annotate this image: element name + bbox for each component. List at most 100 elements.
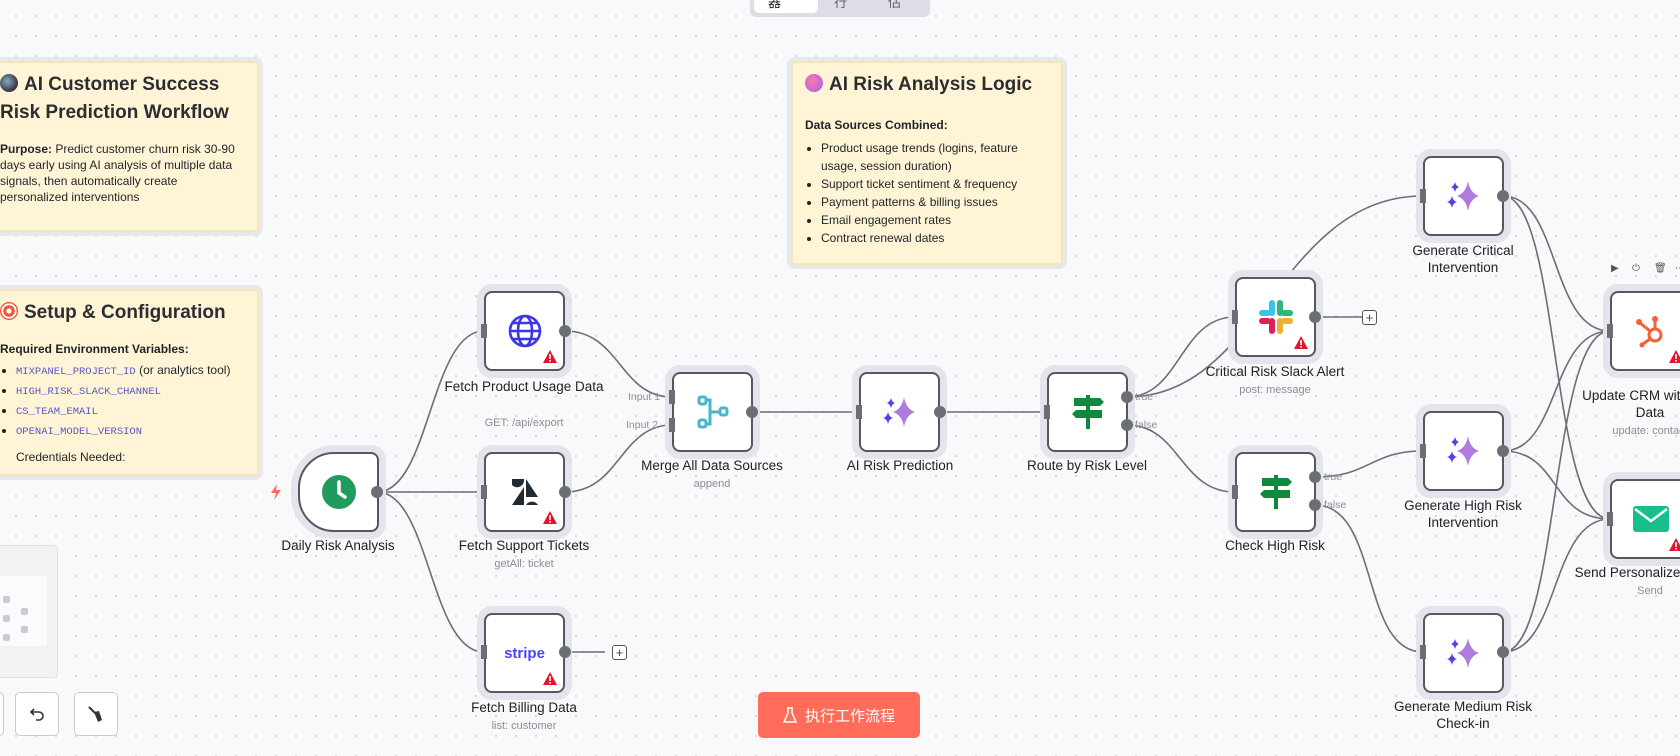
node-label: Fetch Support Tickets [458, 538, 590, 553]
node-label: Critical Risk Slack Alert [1205, 364, 1345, 379]
warning-icon [1669, 538, 1680, 551]
logic-item: Product usage trends (logins, feature us… [821, 139, 1049, 175]
zoom-control-button[interactable] [0, 692, 4, 736]
node-check-high-risk[interactable] [1235, 452, 1316, 532]
node-subtitle: getAll: ticket [494, 558, 554, 570]
node-label: Fetch Product Usage Data [444, 379, 604, 394]
node-fetch-support-tickets[interactable] [484, 452, 565, 532]
node-send-personalized-email[interactable] [1610, 479, 1680, 559]
node-generate-medium-risk-check-in[interactable] [1423, 613, 1504, 693]
node-label: Route by Risk Level [1026, 458, 1148, 473]
connection [1502, 330, 1611, 653]
ai-sparkle-icon [1446, 181, 1479, 211]
purpose-text: Predict customer churn risk 30-90 days e… [0, 142, 235, 204]
warning-icon [543, 672, 557, 685]
connection [1502, 518, 1611, 653]
node-subtitle: list: customer [491, 720, 557, 732]
run-node-icon[interactable]: ▶ [1611, 263, 1619, 274]
connection [564, 424, 673, 493]
crystal-ball-icon [0, 74, 18, 92]
credentials-heading: Credentials Needed: [16, 450, 126, 464]
logic-item: Payment patterns & billing issues [821, 193, 1049, 211]
undo-button[interactable] [15, 692, 59, 736]
node-label: Check High Risk [1225, 538, 1325, 553]
node-subtitle: GET: /api/export [484, 417, 564, 429]
broom-icon [88, 706, 102, 722]
node-merge-all-data-sources[interactable] [672, 372, 753, 452]
port-label-input-1: Input 1 [628, 391, 661, 403]
connection [1314, 504, 1424, 653]
env-var-item: OPENAI_MODEL_VERSION [16, 421, 247, 441]
connection [1502, 450, 1611, 520]
if-signpost-icon [1071, 395, 1104, 429]
note-title: AI Customer Success Risk Prediction Work… [0, 74, 229, 123]
port-label-false: false [1135, 419, 1158, 431]
node-subtitle: post: message [1239, 384, 1311, 396]
logic-item: Support ticket sentiment & frequency [821, 175, 1049, 193]
power-toggle-icon[interactable]: ⏻ [1632, 263, 1640, 274]
ai-sparkle-icon [882, 397, 915, 427]
tab-executions[interactable]: 执行 [834, 0, 848, 10]
warning-icon [1669, 350, 1680, 363]
connection [1502, 195, 1611, 332]
slack-icon [1258, 300, 1293, 334]
if-signpost-icon [1259, 475, 1292, 509]
warning-icon [1294, 336, 1308, 349]
node-subtitle: append [693, 478, 731, 490]
logic-item: Email engagement rates [821, 211, 1049, 229]
node-fetch-product-usage[interactable] [484, 291, 565, 371]
node-generate-high-risk-intervention[interactable] [1423, 411, 1504, 491]
node-update-crm[interactable] [1610, 291, 1680, 371]
env-heading: Required Environment Variables: [0, 342, 189, 356]
node-daily-risk-analysis[interactable] [298, 452, 379, 532]
minimap[interactable] [0, 545, 58, 678]
logic-heading: Data Sources Combined: [805, 118, 948, 132]
node-ai-risk-prediction[interactable] [859, 372, 940, 452]
merge-icon [697, 395, 728, 429]
node-generate-critical-intervention[interactable] [1423, 156, 1504, 236]
connection [1502, 330, 1611, 452]
add-node-button[interactable]: + [1362, 310, 1377, 325]
note-title: AI Risk Analysis Logic [829, 74, 1033, 95]
tab-evaluations[interactable]: 评估 [888, 0, 902, 10]
sticky-note-overview[interactable]: AI Customer Success Risk Prediction Work… [0, 61, 259, 232]
logic-item: Contract renewal dates [821, 229, 1049, 247]
node-label: Daily Risk Analysis [281, 538, 395, 553]
more-options-icon[interactable]: ⋯ [1675, 263, 1680, 274]
port-label-true: true [1135, 391, 1154, 403]
tab-editor[interactable]: 编辑器 [754, 0, 818, 13]
sticky-note-logic[interactable]: AI Risk Analysis Logic Data Sources Comb… [791, 61, 1063, 265]
node-critical-risk-slack-alert[interactable] [1235, 277, 1316, 357]
connection [376, 491, 485, 653]
node-fetch-billing-data[interactable]: stripe [484, 613, 565, 693]
connection [376, 330, 485, 493]
email-icon [1632, 506, 1669, 532]
globe-icon [508, 314, 541, 348]
clock-icon [321, 475, 356, 509]
view-tabs: 编辑器 执行 评估 [750, 0, 930, 17]
env-var-item: CS_TEAM_EMAIL [16, 401, 247, 421]
node-label: Merge All Data Sources [641, 458, 783, 473]
node-label: AI Risk Prediction [846, 458, 954, 473]
node-label: Generate High Risk Intervention [1404, 498, 1522, 530]
purpose-label: Purpose: [0, 142, 53, 156]
port-label-input-2: Input 2 [626, 419, 659, 431]
target-icon [0, 302, 18, 320]
node-route-by-risk-level[interactable] [1047, 372, 1128, 452]
connection [564, 330, 673, 398]
node-label: Generate Medium Risk Check-in [1393, 699, 1533, 731]
ai-sparkle-icon [1446, 638, 1479, 668]
env-var-item: MIXPANEL_PROJECT_ID (or analytics tool) [16, 361, 247, 381]
hubspot-icon [1635, 316, 1662, 348]
node-label: Fetch Billing Data [471, 700, 577, 715]
warning-icon [543, 511, 557, 524]
connection [1314, 450, 1424, 478]
delete-icon[interactable]: 🗑 [1654, 263, 1667, 274]
execute-workflow-button[interactable]: 执行工作流程 [758, 692, 920, 738]
ai-sparkle-icon [1446, 436, 1479, 466]
note-title: Setup & Configuration [24, 302, 226, 323]
tidy-up-button[interactable] [74, 692, 118, 736]
sticky-note-setup[interactable]: Setup & Configuration Required Environme… [0, 289, 259, 476]
add-node-button[interactable]: + [612, 645, 627, 660]
port-label-false: false [1324, 499, 1347, 511]
